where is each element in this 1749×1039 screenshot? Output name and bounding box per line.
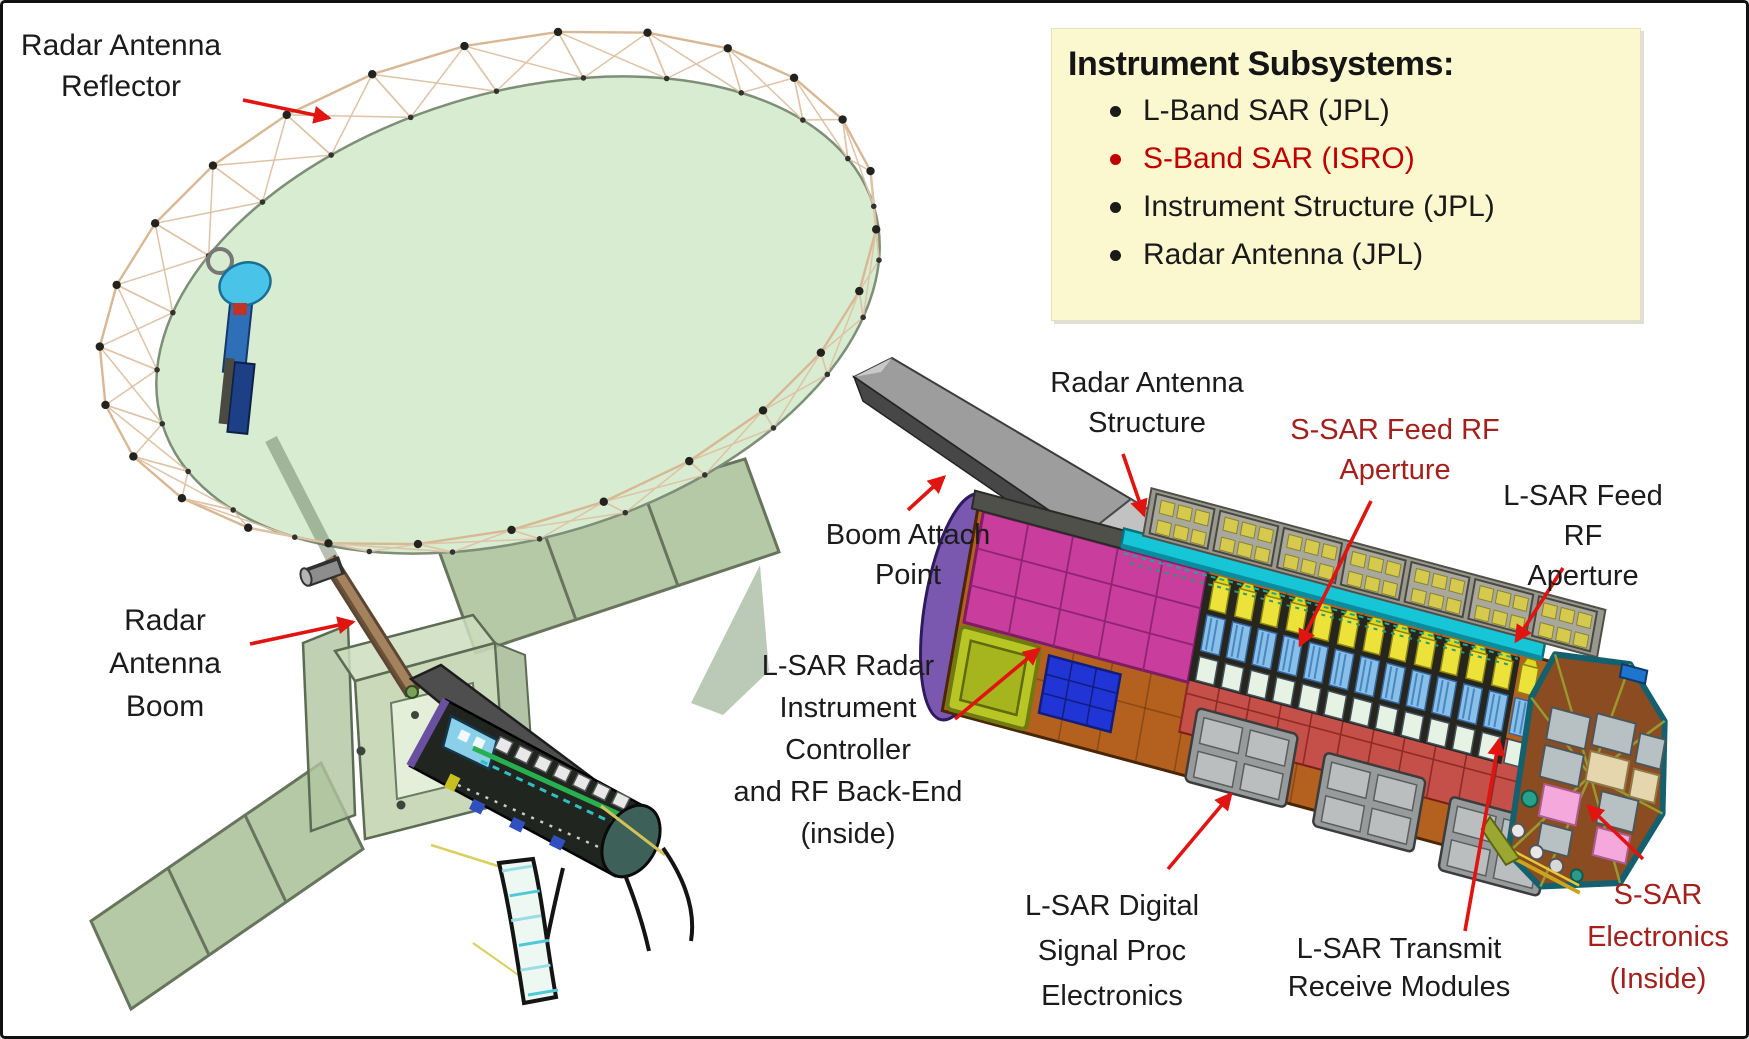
label-lsar-digital-signal-proc: L-SAR Digital Signal Proc Electronics xyxy=(1024,890,1200,1012)
diagram-artwork xyxy=(89,27,1668,1012)
legend-item-label: S-Band SAR (ISRO) xyxy=(1143,142,1415,175)
legend-item-label: Radar Antenna (JPL) xyxy=(1143,238,1424,271)
bullet-icon xyxy=(1110,249,1121,261)
instrument-end-cap xyxy=(1480,651,1668,895)
bullet-icon xyxy=(1110,105,1121,117)
label-radar-antenna-boom: Radar Antenna Boom xyxy=(109,604,221,723)
boom-through-dish-shadow xyxy=(265,436,339,563)
label-lsar-transmit-receive-modules: L-SAR Transmit Receive Modules xyxy=(1287,933,1511,1003)
label-lsar-radar-instrument-controller: L-SAR Radar Instrument Controller and RF… xyxy=(733,650,963,850)
blue-panel xyxy=(1037,653,1123,734)
label-boom-attach-point: Boom Attach Point xyxy=(825,519,991,591)
label-radar-antenna-reflector: Radar Antenna Reflector xyxy=(20,29,222,103)
label-ssar-electronics-inside: S-SAR Electronics (Inside) xyxy=(1587,879,1729,995)
ssar-electronics-pink-module xyxy=(1537,782,1583,827)
stowed-instrument-cylinder xyxy=(406,698,695,999)
radar-antenna-reflector xyxy=(95,27,882,715)
bullet-icon xyxy=(1110,201,1121,213)
legend-item: L-Band SAR (JPL) xyxy=(1068,87,1624,135)
label-radar-antenna-structure: Radar Antenna Structure xyxy=(1050,367,1244,439)
lsar-transmit-receive-modules xyxy=(1194,575,1540,769)
legend-item-label: L-Band SAR (JPL) xyxy=(1143,94,1390,127)
legend-item: S-Band SAR (ISRO) xyxy=(1068,135,1624,183)
deployment-cable-ladder xyxy=(496,856,559,1006)
lsar-feed-aperture-tiles xyxy=(1141,486,1607,659)
solar-array-lower-wing xyxy=(89,760,365,1012)
label-lsar-feed-rf-aperture: L-SAR Feed RF Aperture xyxy=(1503,480,1663,592)
instrument-subsystems-legend: Instrument Subsystems: L-Band SAR (JPL) S… xyxy=(1051,28,1641,321)
legend-item: Instrument Structure (JPL) xyxy=(1068,183,1624,231)
cap-blue-box xyxy=(1618,662,1649,685)
radar-antenna-boom xyxy=(299,554,421,699)
bullet-icon xyxy=(1110,153,1121,165)
annotation-arrows xyxy=(242,98,1645,932)
label-ssar-feed-rf-aperture: S-SAR Feed RF Aperture xyxy=(1290,414,1500,486)
wing-through-dish-shadow xyxy=(691,565,769,715)
reflector-truss-ring xyxy=(95,27,882,555)
legend-item-label: Instrument Structure (JPL) xyxy=(1143,190,1495,223)
reflector-feed-mast xyxy=(206,247,272,435)
legend-items: L-Band SAR (JPL) S-Band SAR (ISRO) Instrum… xyxy=(1068,87,1624,279)
legend-item: Radar Antenna (JPL) xyxy=(1068,231,1624,279)
legend-title: Instrument Subsystems: xyxy=(1068,45,1454,83)
instrument-structure-body xyxy=(919,486,1668,897)
